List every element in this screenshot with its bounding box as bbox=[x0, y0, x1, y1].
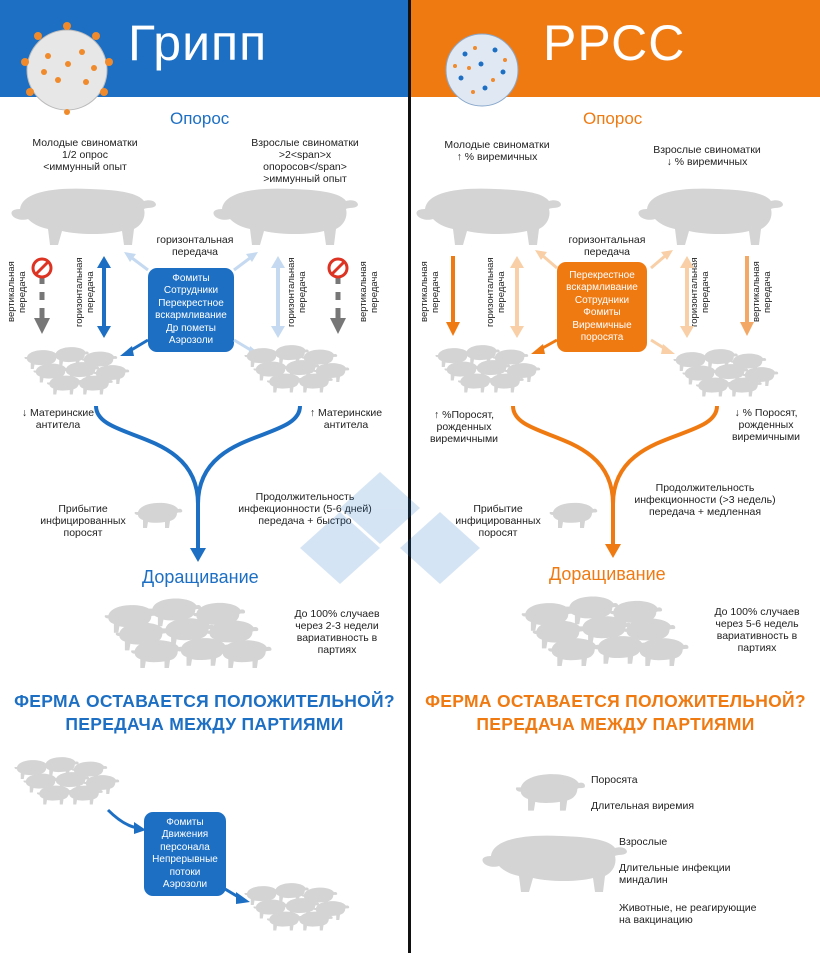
flu-question: ФЕРМА ОСТАВАЕТСЯ ПОЛОЖИТЕЛЬНОЙ?ПЕРЕДАЧА … bbox=[14, 691, 395, 734]
prrs-piglets-left bbox=[435, 346, 555, 398]
prrs-adult-sow-image bbox=[638, 188, 783, 245]
prrs-vertical-arrow-left bbox=[446, 256, 460, 336]
prrs-header: РРСС bbox=[411, 0, 820, 107]
prrs-young-sows-label: Молодые свиноматки↑ % виремичных bbox=[444, 139, 550, 163]
flu-batch-herd-top bbox=[14, 758, 138, 810]
flu-title: Грипп bbox=[128, 15, 268, 71]
flu-farrowing-heading: Опорос bbox=[170, 109, 230, 128]
prrs-farrowing-heading: Опорос bbox=[583, 109, 643, 128]
prrs-adult-sows-label: Взрослые свиноматки↓ % виремичных bbox=[653, 144, 761, 168]
flu-piglets-left bbox=[24, 348, 144, 400]
prrs-piglets-label: Поросята bbox=[591, 774, 638, 786]
prrs-piglet-persistence-image bbox=[515, 774, 585, 811]
flu-batch-herd-bottom bbox=[244, 884, 368, 936]
panel-divider bbox=[408, 0, 411, 953]
watermark-333-logo bbox=[300, 472, 480, 584]
prrs-nursery-heading: Доращивание bbox=[549, 564, 666, 584]
prrs-piglets-right bbox=[673, 350, 793, 402]
flu-batch-arrow-out bbox=[219, 884, 250, 904]
flu-vertical-blocked-right bbox=[327, 257, 349, 334]
prrs-virus-icon bbox=[445, 33, 519, 107]
prrs-young-sow-image bbox=[416, 188, 561, 245]
flu-header: Грипп bbox=[0, 0, 409, 115]
flu-young-sow-image bbox=[11, 188, 157, 245]
flu-merge-arrow bbox=[94, 405, 302, 562]
prrs-nursery-herd-image bbox=[521, 600, 701, 672]
flu-vertical-blocked-left bbox=[31, 257, 53, 334]
flu-horizontal-arrow-right bbox=[271, 256, 285, 338]
flu-nursery-herd-image bbox=[104, 602, 284, 674]
flu-batch-arrow-in bbox=[106, 808, 146, 834]
flu-nursery-heading: Доращивание bbox=[142, 567, 259, 587]
flu-horizontal-arrow-left bbox=[97, 256, 111, 338]
prrs-box-arrows bbox=[531, 250, 675, 354]
prrs-adults-label: Взрослые bbox=[619, 836, 668, 848]
prrs-horizontal-arrow-left bbox=[510, 256, 524, 338]
prrs-question: ФЕРМА ОСТАВАЕТСЯ ПОЛОЖИТЕЛЬНОЙ?ПЕРЕДАЧА … bbox=[425, 691, 806, 734]
prrs-title: РРСС bbox=[543, 15, 686, 71]
prrs-vertical-arrow-right bbox=[740, 256, 754, 336]
prrs-arrival-piglet-image bbox=[549, 502, 598, 528]
prrs-panel: РРСС Опорос Молодые свиноматки↑ % виреми… bbox=[411, 0, 820, 953]
prrs-long-viremia-label: Длительная виремия bbox=[591, 800, 695, 812]
prrs-adult-persistence-image bbox=[482, 835, 627, 892]
prrs-horizontal-arrow-right bbox=[680, 256, 694, 338]
influenza-virus-icon bbox=[21, 22, 113, 115]
flu-arrival-piglet-image bbox=[134, 502, 183, 528]
prrs-merge-arrow bbox=[511, 405, 719, 558]
flu-piglets-right bbox=[244, 346, 364, 398]
